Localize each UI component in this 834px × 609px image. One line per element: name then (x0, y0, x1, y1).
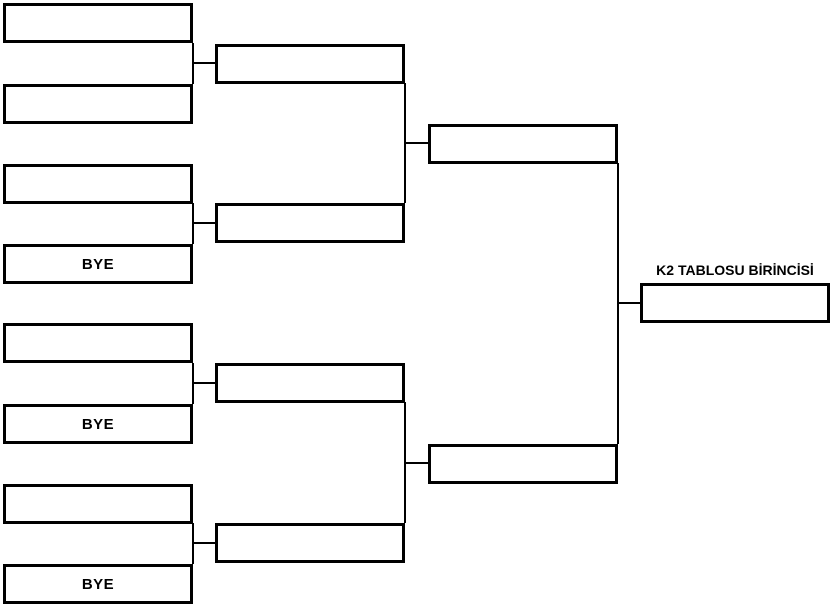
semifinal-slot-2 (428, 444, 618, 484)
round1-slot-7 (3, 484, 193, 524)
round1-slot-8-bye: BYE (3, 564, 193, 604)
round2-slot-3 (215, 363, 405, 403)
round1-slot-6-bye: BYE (3, 404, 193, 444)
round2-slot-2 (215, 203, 405, 243)
connector-r2-pair1-horizontal (405, 142, 428, 144)
champion-title: K2 TABLOSU BİRİNCİSİ (656, 262, 814, 278)
connector-r2-pair2-horizontal (405, 462, 428, 464)
connector-r1-pair3-horizontal (193, 382, 215, 384)
round1-slot-3 (3, 164, 193, 204)
semifinal-slot-1 (428, 124, 618, 164)
round1-slot-2 (3, 84, 193, 124)
connector-r1-pair2-horizontal (193, 222, 215, 224)
connector-r1-pair1-horizontal (193, 62, 215, 64)
round2-slot-1 (215, 44, 405, 84)
connector-r1-pair4-horizontal (193, 542, 215, 544)
connector-semifinal-horizontal (618, 302, 640, 304)
round1-slot-5 (3, 323, 193, 363)
round1-slot-4-bye: BYE (3, 244, 193, 284)
round1-slot-1 (3, 3, 193, 43)
final-slot-champion (640, 283, 830, 323)
round2-slot-4 (215, 523, 405, 563)
